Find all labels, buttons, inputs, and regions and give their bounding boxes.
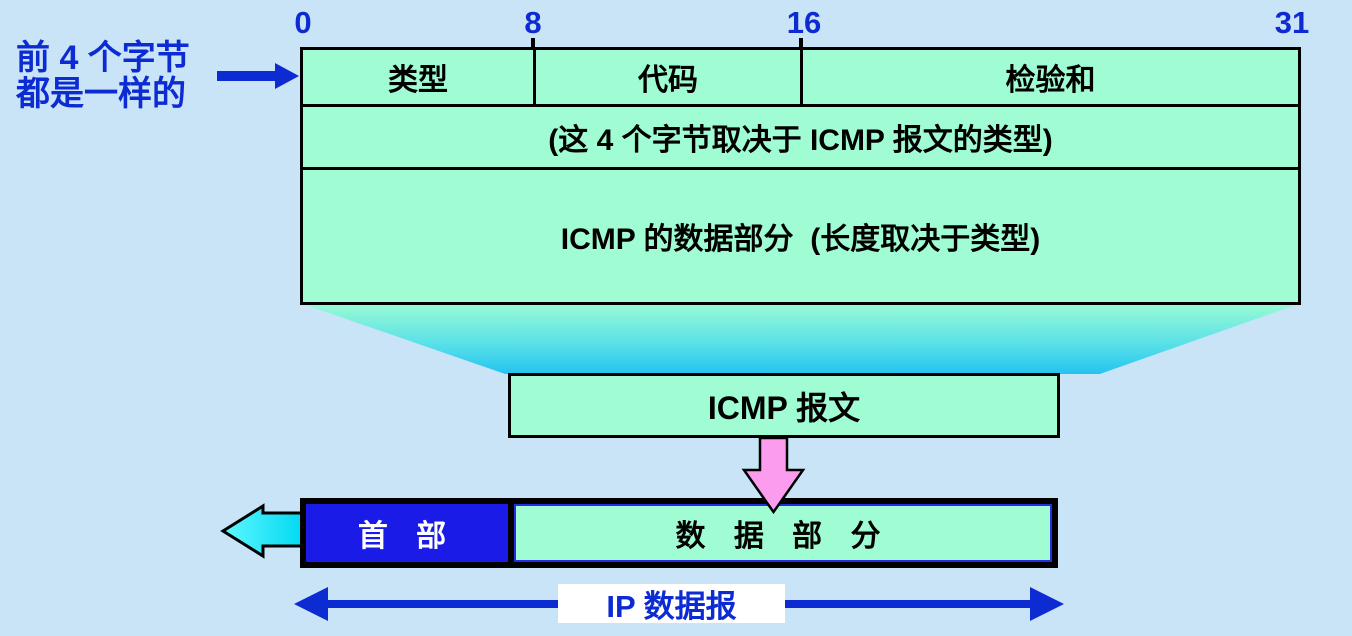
icmp-header-row1: 类型 代码 检验和: [303, 50, 1298, 107]
bit-label-0: 0: [294, 5, 312, 40]
icmp-header-table: 类型 代码 检验和 (这 4 个字节取决于 ICMP 报文的类型) ICMP 的…: [300, 47, 1301, 305]
ip-data-cell: 数 据 部 分: [514, 504, 1052, 562]
bit-label-16: 16: [786, 5, 822, 40]
cell-checksum: 检验和: [1005, 64, 1096, 97]
annotation-arrow-icon: [217, 63, 299, 89]
annotation-line2: 都是一样的: [16, 75, 186, 113]
funnel-shape: [300, 303, 1301, 374]
annotation-line1: 前 4 个字节: [16, 39, 190, 77]
cell-code: 代码: [536, 50, 803, 104]
cyan-left-arrow-icon: [220, 503, 306, 559]
ip-datagram-bar: 首 部 数 据 部 分: [300, 498, 1058, 568]
row-icmp-data-part: ICMP 的数据部分 (长度取决于类型): [560, 223, 1041, 256]
icmp-message-box: ICMP 报文: [508, 373, 1060, 438]
bit-label-8: 8: [524, 5, 542, 40]
cell-type: 类型: [303, 50, 536, 104]
bit-label-31: 31: [1274, 5, 1310, 40]
row-depends-on-type: (这 4 个字节取决于 ICMP 报文的类型): [303, 107, 1298, 170]
ip-datagram-label: IP 数据报: [558, 584, 785, 624]
annotation-note: 前 4 个字节 都是一样的: [16, 40, 190, 112]
ip-header-cell: 首 部: [306, 504, 514, 562]
